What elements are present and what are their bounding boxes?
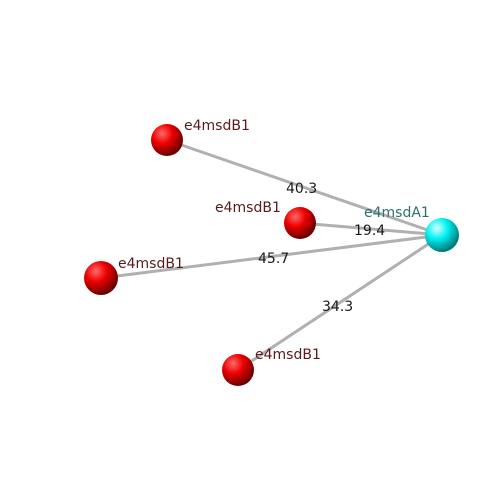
node-label-hub: e4msdA1 [364, 205, 430, 221]
node-label-b3: e4msdB1 [118, 256, 184, 272]
nodes [84, 124, 459, 386]
node-b1[interactable] [151, 124, 183, 156]
node-b2[interactable] [284, 207, 316, 239]
edge-b3-hub [100, 233, 443, 280]
node-b3[interactable] [84, 261, 118, 295]
node-label-b4: e4msdB1 [255, 347, 321, 363]
node-label-b1: e4msdB1 [184, 118, 250, 134]
edge-label-b4: 34.3 [322, 299, 353, 315]
edge-b2-hub [299, 221, 443, 237]
edge-label-b2: 19.4 [354, 223, 385, 239]
edge-labels: 40.3 19.4 45.7 34.3 [258, 181, 385, 315]
edge-label-b1: 40.3 [286, 181, 317, 197]
node-labels: e4msdB1 e4msdB1 e4msdB1 e4msdB1 e4msdA1 [118, 118, 430, 363]
node-hub[interactable] [425, 218, 459, 252]
edge-b4-hub [237, 233, 443, 372]
edge-label-b3: 45.7 [258, 251, 289, 267]
node-label-b2: e4msdB1 [215, 200, 281, 216]
edge-b1-hub [166, 138, 443, 237]
node-b4[interactable] [222, 354, 254, 386]
edges [100, 138, 443, 372]
